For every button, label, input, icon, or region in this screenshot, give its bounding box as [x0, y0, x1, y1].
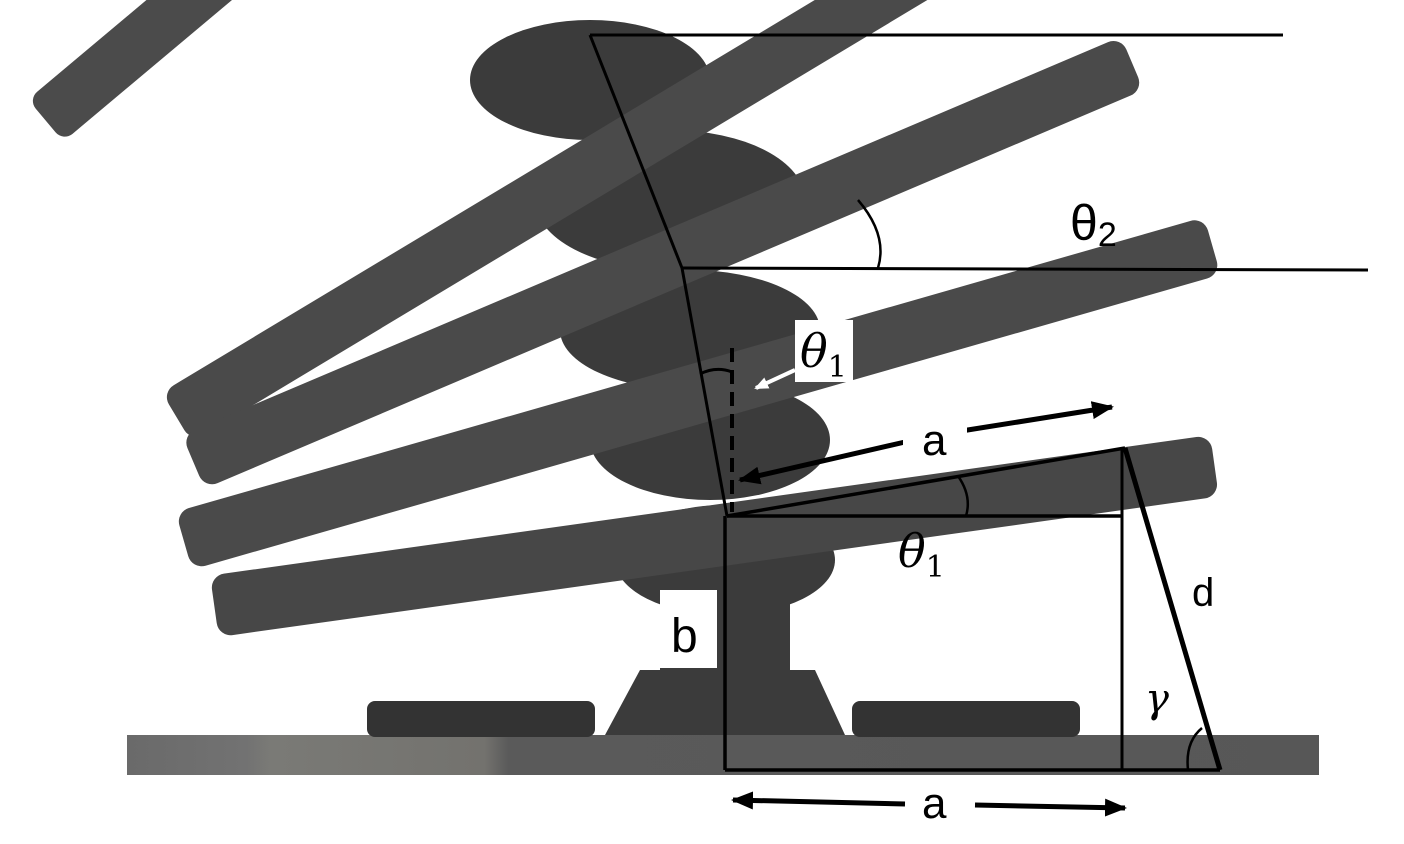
a-top-label-bg [903, 418, 967, 466]
base-plate [127, 701, 1319, 775]
gamma-label: γ [1145, 676, 1169, 722]
segment-top-partial [32, 0, 243, 137]
theta1-small-arc [699, 367, 733, 376]
label-backgrounds [660, 320, 1227, 828]
segment-axis-line [726, 446, 1126, 518]
theta2-reference-line [681, 266, 1369, 272]
d-label-bg [1187, 575, 1227, 611]
segment-4 [166, 0, 1061, 437]
a-bottom-label: a [922, 779, 947, 828]
construction-lines [588, 33, 1369, 772]
dimension-arrows [731, 368, 1127, 817]
a-top-arrow-left [738, 439, 906, 485]
gamma-label-bg [1136, 676, 1184, 722]
theta1-top-label-bg [795, 320, 853, 382]
gamma-arc [1186, 727, 1203, 771]
theta2-label: θ2 [1070, 195, 1117, 254]
theta1-mid-label: θ1 [898, 524, 945, 585]
segment-3 [186, 41, 1140, 485]
segments [32, 0, 1218, 636]
base-pad-right [852, 701, 1080, 737]
theta1-top-label: θ1 [800, 324, 847, 385]
b-label-bg [660, 590, 717, 668]
base-pad-left [367, 701, 595, 737]
a-bottom-arrow-right [974, 798, 1127, 817]
labels: θ2 θ1 θ1 a a b d γ [671, 195, 1214, 828]
theta2-arc [857, 199, 882, 269]
a-top-arrow-right [954, 401, 1114, 435]
segment-1 [211, 436, 1218, 636]
b-label: b [671, 610, 698, 663]
a-bottom-label-bg [906, 784, 970, 828]
d-line [1122, 447, 1223, 771]
d-label: d [1192, 571, 1214, 615]
theta1-arc [956, 475, 969, 517]
a-bottom-arrow-left [731, 791, 906, 810]
segment-2 [178, 220, 1218, 567]
a-top-label: a [922, 416, 947, 465]
theta1-pointer-arrow [754, 368, 796, 390]
